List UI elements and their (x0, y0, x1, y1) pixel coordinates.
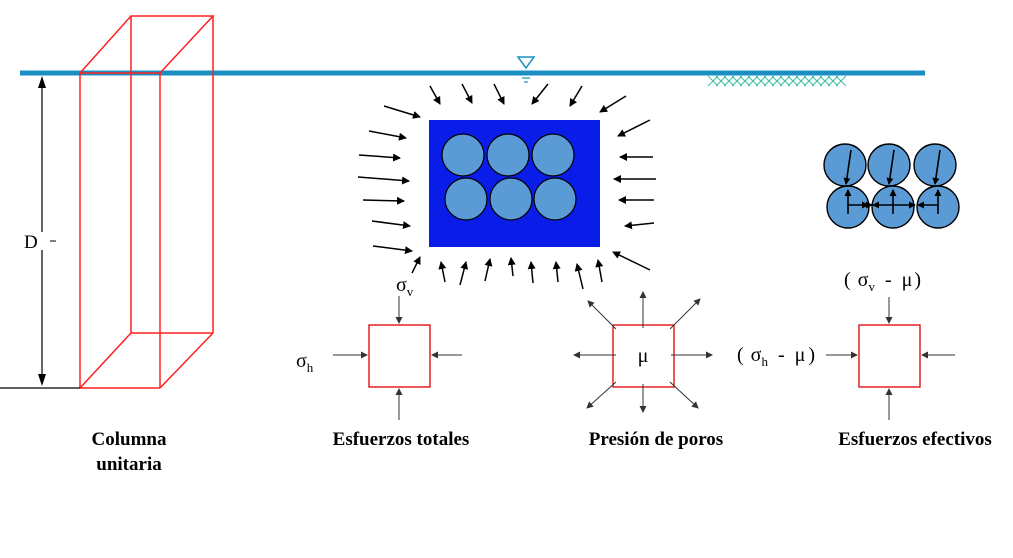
sigma-h-minus-mu-label: ( σh - μ) (737, 344, 815, 370)
column-caption-line1: Columna (92, 429, 167, 450)
sigma-v-minus-mu-label: ( σv - μ) (844, 269, 921, 295)
water-pressure-arrows (357, 83, 656, 290)
pore-pressure-element (573, 291, 713, 413)
effective-stress-caption: Esfuerzos efectivos (838, 429, 992, 450)
unit-column (78, 15, 215, 389)
grain-contact-cluster (823, 143, 960, 229)
depth-label: D (24, 232, 38, 253)
depth-dimension (0, 76, 80, 389)
total-stress-caption: Esfuerzos totales (333, 429, 470, 450)
soil-grains (441, 133, 577, 221)
water-table-icon (516, 56, 536, 83)
effective-stress-element (826, 297, 955, 420)
mu-label: μ (638, 345, 649, 367)
pore-pressure-caption: Presión de poros (589, 429, 723, 450)
ground-hatch (707, 75, 847, 87)
sigma-v-label: σv (396, 274, 414, 299)
sigma-h-label: σh (296, 350, 314, 375)
column-caption-line2: unitaria (96, 454, 162, 475)
total-stress-element (333, 296, 462, 420)
